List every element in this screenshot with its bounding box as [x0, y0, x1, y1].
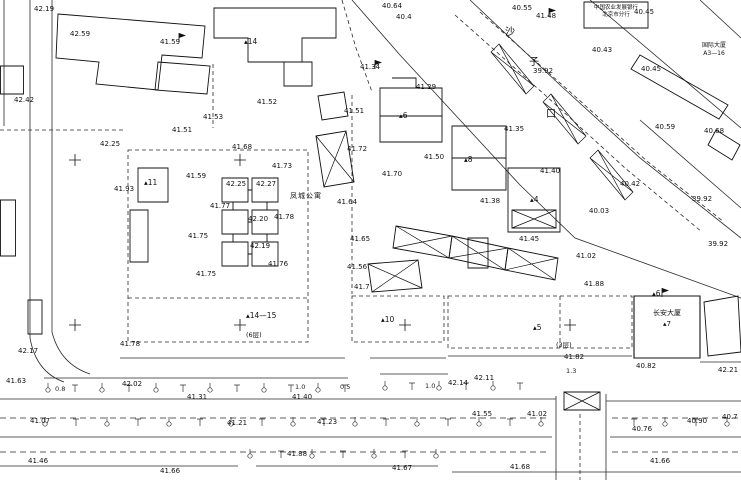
- flag-marker-icon: [178, 8, 669, 297]
- street-furniture-icons: [42, 381, 730, 459]
- hatch-lines: [315, 43, 634, 411]
- survey-cross-icon: [69, 154, 576, 331]
- building-outlines: [0, 1, 741, 411]
